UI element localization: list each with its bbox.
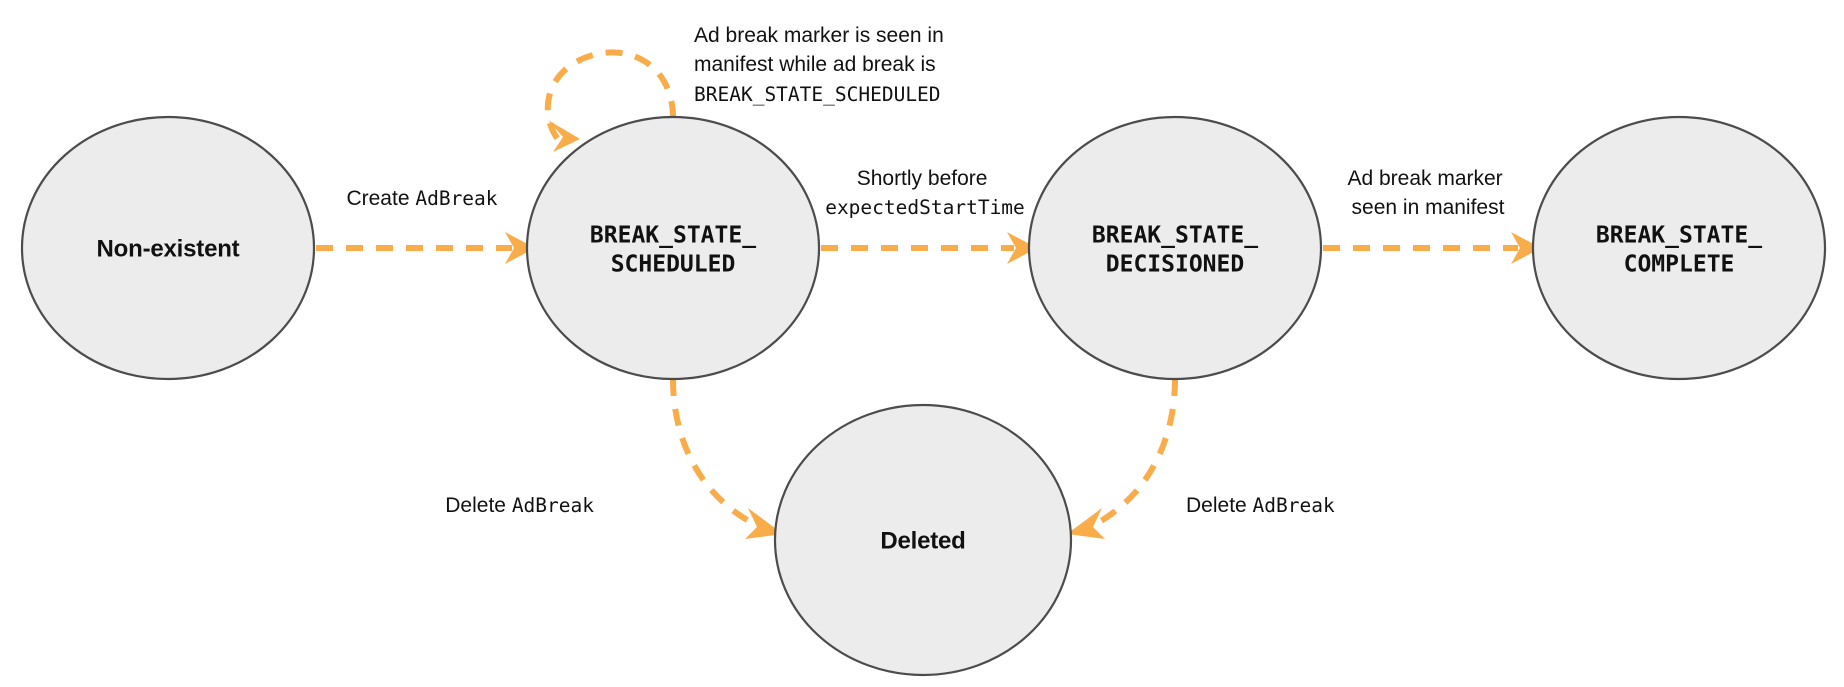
state-shape[interactable] — [20, 115, 316, 381]
state-label-line2: DECISIONED — [1106, 252, 1244, 278]
edge-line — [1088, 378, 1178, 530]
state-label-line1: Deleted — [880, 527, 965, 554]
edge-delete-adbreak-from-scheduled — [670, 378, 783, 539]
state-label-line1: BREAK_STATE_ — [1092, 223, 1258, 249]
state-shape[interactable] — [773, 403, 1073, 677]
edge-delete-adbreak-from-decisioned — [1067, 378, 1178, 539]
edge-label-line1: Ad break marker — [1347, 167, 1502, 190]
state-shape[interactable] — [1027, 115, 1323, 381]
state-shape[interactable] — [525, 115, 821, 381]
state-label-line1: BREAK_STATE_ — [590, 223, 756, 249]
edge-line — [670, 378, 762, 530]
state-label-line2: SCHEDULED — [611, 252, 736, 278]
edge-label-line2: manifest while ad break is — [694, 53, 936, 76]
edge-label-shortly-before-expected-start-time: Shortly before expectedStartTime — [825, 167, 1025, 219]
arrowhead-icon — [548, 120, 580, 152]
edge-label-part-sans: Create — [346, 187, 415, 210]
arrowhead-icon — [1067, 508, 1105, 539]
edge-self-loop-marker-seen — [544, 49, 676, 152]
edge-label-part-sans: Delete — [445, 494, 512, 517]
node-deleted[interactable]: Deleted — [773, 403, 1073, 677]
edge-create-adbreak — [316, 232, 535, 264]
state-label-line1: BREAK_STATE_ — [1596, 223, 1762, 249]
node-non-existent[interactable]: Non-existent — [20, 115, 316, 381]
edge-label-delete-adbreak-from-scheduled: Delete AdBreak — [445, 494, 594, 517]
arrowhead-icon — [1511, 232, 1541, 264]
edge-label-marker-seen-in-manifest: Ad break marker seen in manifest — [1347, 167, 1508, 219]
state-label-line1: Non-existent — [97, 235, 240, 262]
edge-label-create-adbreak: Create AdBreak — [346, 187, 497, 210]
edge-line — [544, 49, 676, 144]
edge-label-part-mono: AdBreak — [415, 187, 497, 210]
arrowhead-icon — [505, 232, 535, 264]
edge-label-part-mono: AdBreak — [512, 494, 594, 517]
edge-label-part-sans: Delete — [1186, 494, 1253, 517]
edge-label-line2: expectedStartTime — [825, 196, 1025, 219]
edge-label-line1: Shortly before — [857, 167, 988, 190]
arrowhead-icon — [745, 508, 783, 539]
edge-shortly-before-expected-start-time — [821, 232, 1037, 264]
edge-label-self-loop-marker-seen: Ad break marker is seen in manifest whil… — [694, 24, 950, 106]
edge-label-part-mono: AdBreak — [1253, 494, 1335, 517]
edge-label-delete-adbreak-from-decisioned: Delete AdBreak — [1186, 494, 1335, 517]
edge-marker-seen-in-manifest — [1323, 232, 1541, 264]
edge-label-line2: seen in manifest — [1352, 196, 1505, 219]
arrowhead-icon — [1007, 232, 1037, 264]
edge-label-line1: Ad break marker is seen in — [694, 24, 944, 47]
state-label-line2: COMPLETE — [1624, 252, 1735, 278]
state-shape[interactable] — [1531, 115, 1827, 381]
node-break-state-decisioned[interactable]: BREAK_STATE_ DECISIONED — [1027, 115, 1323, 381]
edge-label-line3: BREAK_STATE_SCHEDULED — [694, 83, 941, 106]
node-break-state-complete[interactable]: BREAK_STATE_ COMPLETE — [1531, 115, 1827, 381]
node-break-state-scheduled[interactable]: BREAK_STATE_ SCHEDULED — [525, 115, 821, 381]
